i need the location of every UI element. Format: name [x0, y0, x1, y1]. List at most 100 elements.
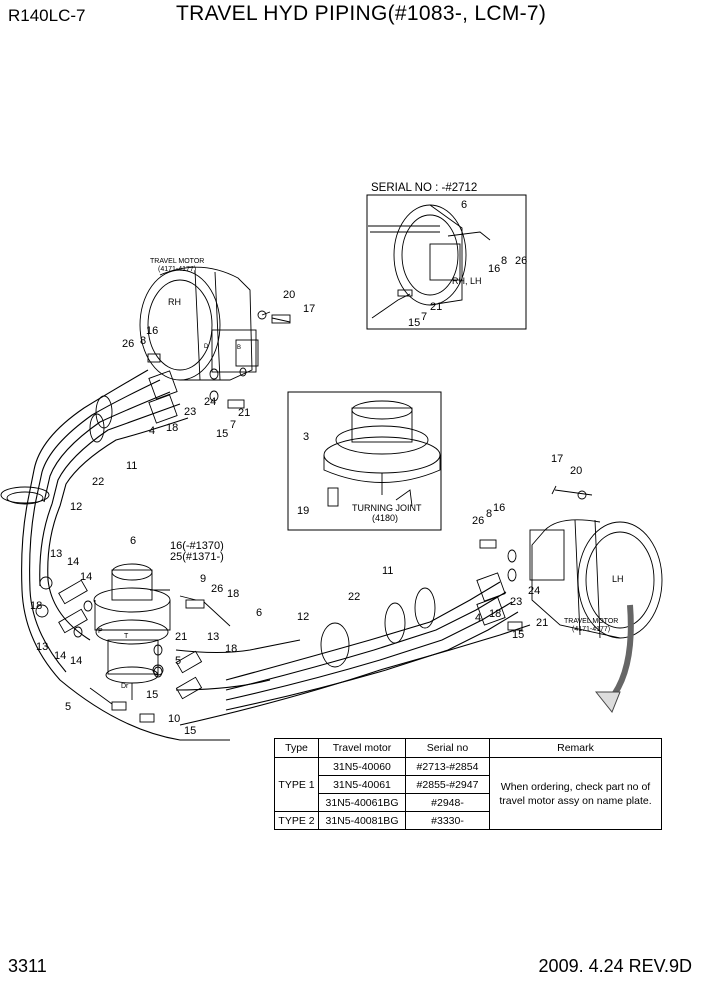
model-code: R140LC-7	[8, 6, 86, 25]
callout: 20	[570, 465, 582, 477]
serial-inset-label: SERIAL NO : -#2712	[371, 182, 477, 194]
port-mark: D	[204, 344, 209, 350]
callout: 26	[472, 515, 484, 527]
callout: 18	[227, 588, 239, 600]
table-row: TYPE 1 31N5-40060 #2713-#2854 When order…	[274, 757, 662, 830]
center-valve-block	[93, 563, 171, 700]
table-cell: 31N5-40061	[318, 775, 406, 794]
callout: 10	[168, 713, 180, 725]
callout: 8	[501, 255, 507, 267]
callout: 21	[238, 407, 250, 419]
table-header: Type	[274, 738, 319, 758]
port-mark: T	[124, 633, 129, 640]
callout: 6	[461, 199, 467, 211]
callout: 24	[204, 396, 216, 408]
motor-rh-label: TRAVEL MOTOR	[150, 258, 204, 265]
callout: 5	[175, 655, 181, 667]
table-header: Travel motor	[318, 738, 406, 758]
callout: 13	[207, 631, 219, 643]
callout: 16	[488, 263, 500, 275]
callout: 19	[297, 505, 309, 517]
callout: 22	[92, 476, 104, 488]
fittings	[35, 353, 523, 723]
table-header: Remark	[489, 738, 662, 758]
travel-motor-rh	[139, 266, 291, 402]
callout: 17	[303, 303, 315, 315]
callout: 15	[216, 428, 228, 440]
callout: 20	[283, 289, 295, 301]
callout: 15	[146, 689, 158, 701]
callout: 11	[126, 460, 137, 472]
serial-inset-box	[366, 194, 527, 330]
table-cell: 31N5-40060	[318, 757, 406, 776]
callout: 13	[36, 641, 48, 653]
callout: 8	[486, 508, 492, 520]
callout: 26	[515, 255, 527, 267]
callout: 21	[536, 617, 548, 629]
turning-joint-code: (4180)	[372, 513, 398, 523]
turning-joint-label: TURNING JOINT	[352, 503, 422, 513]
callout: 9	[200, 573, 206, 585]
hose-clamps	[0, 395, 436, 668]
callout: 14	[70, 655, 82, 667]
callout: 22	[348, 591, 360, 603]
table-cell: #2855-#2947	[405, 775, 490, 794]
table-cell: 31N5-40061BG	[318, 793, 406, 812]
table-row: TYPE 2 31N5-40081BG #3330-	[274, 811, 662, 830]
callout: 11	[382, 565, 393, 577]
table-cell: TYPE 2	[274, 811, 319, 830]
motor-rh-code: (4171-4177)	[158, 266, 196, 273]
motor-lh-label: TRAVEL MOTOR	[564, 618, 618, 625]
motor-lh-code: (4171-4177)	[572, 626, 610, 633]
table-cell: TYPE 1	[274, 757, 319, 812]
callout: 18	[225, 643, 237, 655]
callout: 24	[528, 585, 540, 597]
turning-joint	[323, 400, 441, 507]
callout: 17	[551, 453, 563, 465]
callout: 7	[230, 419, 236, 431]
turning-joint-box	[287, 391, 442, 531]
callout: 14	[80, 571, 92, 583]
hose-bundle	[21, 369, 531, 741]
date-revision: 2009. 4.24 REV.9D	[538, 956, 692, 976]
callout: 4	[149, 425, 155, 437]
page-title: TRAVEL HYD PIPING(#1083-, LCM-7)	[176, 2, 547, 25]
callout: 13	[50, 548, 62, 560]
note-16: 16(-#1370)	[170, 540, 224, 552]
callout: 16	[493, 502, 505, 514]
callout: 15	[184, 725, 196, 737]
callout: 12	[70, 501, 82, 513]
callout: 23	[184, 406, 196, 418]
callout: 23	[510, 596, 522, 608]
motor-rh-side: RH	[168, 297, 181, 307]
note-25: 25(#1371-)	[170, 551, 224, 563]
callout: 26	[122, 338, 134, 350]
port-mark: B	[237, 345, 241, 351]
table-cell: #3330-	[405, 811, 490, 830]
callout: 4	[475, 612, 481, 624]
callout: 15	[408, 317, 420, 329]
callout: 12	[297, 611, 309, 623]
inset-side-label: RH, LH	[452, 276, 482, 286]
callout: 5	[65, 701, 71, 713]
callout: 14	[54, 650, 66, 662]
motor-lh-side: LH	[612, 574, 624, 584]
table-cell: #2713-#2854	[405, 757, 490, 776]
callout: 21	[430, 301, 442, 313]
callout: 21	[175, 631, 187, 643]
page-number: 3311	[8, 956, 47, 976]
inset-motor	[368, 204, 491, 319]
callout: 6	[256, 607, 262, 619]
callout: 18	[166, 422, 178, 434]
travel-motor-lh	[529, 485, 663, 639]
remark-cell: When ordering, check part no of travel m…	[489, 757, 662, 830]
table-cell: #2948-	[405, 793, 490, 812]
callout: 18	[30, 600, 42, 612]
callout: 6	[130, 535, 136, 547]
port-mark: P	[98, 628, 103, 635]
callout: 8	[140, 335, 146, 347]
table-header: Serial no	[405, 738, 490, 758]
callout: 16	[146, 325, 158, 337]
callout: 3	[303, 431, 309, 443]
